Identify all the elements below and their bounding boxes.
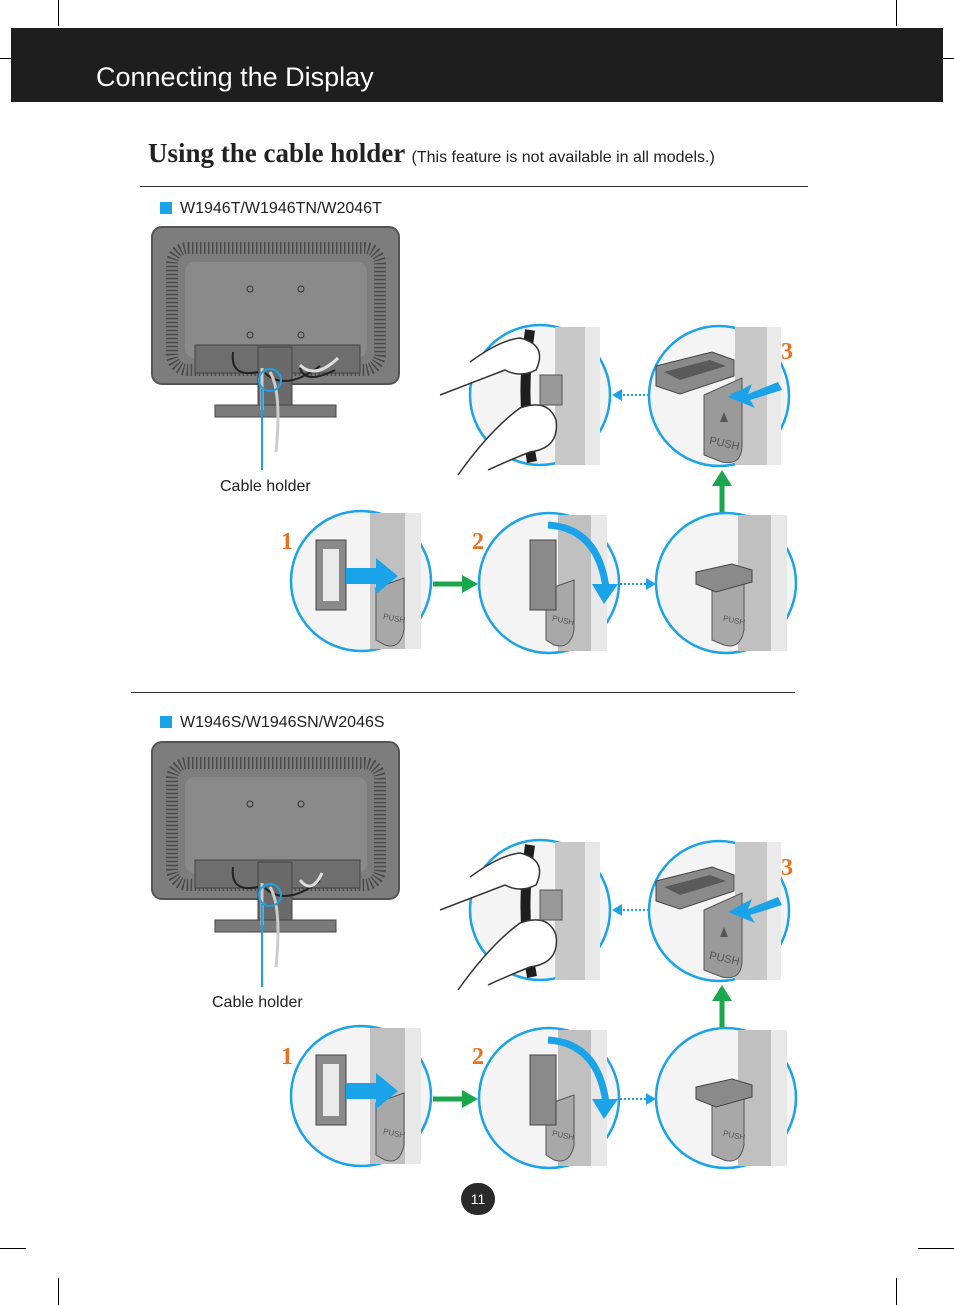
crop-mark <box>58 0 59 26</box>
step-result-illustration <box>654 1026 798 1170</box>
divider <box>140 186 808 187</box>
cable-holder-callout: Cable holder <box>212 994 303 1011</box>
step-2-illustration <box>477 1026 621 1170</box>
page-title: Connecting the Display <box>96 62 374 92</box>
crop-mark <box>896 0 897 26</box>
step-number: 3 <box>781 855 793 881</box>
illustration-group-1 <box>151 226 798 655</box>
illustration-group-2 <box>151 741 798 1170</box>
step-hands-illustration <box>439 323 612 476</box>
step-number: 1 <box>281 529 293 555</box>
step-number: 2 <box>472 529 484 555</box>
crop-mark <box>918 1248 954 1249</box>
model-heading-text: W1946S/W1946SN/W2046S <box>180 714 385 731</box>
step-3-illustration <box>647 324 791 468</box>
divider <box>131 692 795 693</box>
cable-holder-callout: Cable holder <box>220 478 311 495</box>
step-hands-illustration <box>439 838 612 991</box>
step-1-illustration <box>289 509 433 653</box>
section-title: Using the cable holder (This feature is … <box>148 138 715 169</box>
step-result-illustration <box>654 511 798 655</box>
step-1-illustration <box>289 1024 433 1168</box>
crop-mark <box>896 1278 897 1305</box>
model-heading-text: W1946T/W1946TN/W2046T <box>180 200 382 217</box>
step-number: 1 <box>281 1044 293 1070</box>
square-bullet-icon <box>160 202 172 214</box>
monitor-back-illustration <box>151 741 400 987</box>
crop-mark <box>0 1248 26 1249</box>
section-title-text: Using the cable holder <box>148 138 405 168</box>
header-bar <box>11 28 943 102</box>
square-bullet-icon <box>160 716 172 728</box>
crop-mark <box>58 1278 59 1305</box>
section-note: (This feature is not available in all mo… <box>411 149 715 166</box>
model-heading: W1946T/W1946TN/W2046T <box>160 200 382 218</box>
step-number: 2 <box>472 1044 484 1070</box>
model-heading: W1946S/W1946SN/W2046S <box>160 714 385 732</box>
step-number: 3 <box>781 339 793 365</box>
page-number: 11 <box>461 1183 495 1215</box>
monitor-back-illustration <box>151 226 400 470</box>
step-3-illustration <box>647 839 791 983</box>
step-2-illustration <box>477 511 621 655</box>
